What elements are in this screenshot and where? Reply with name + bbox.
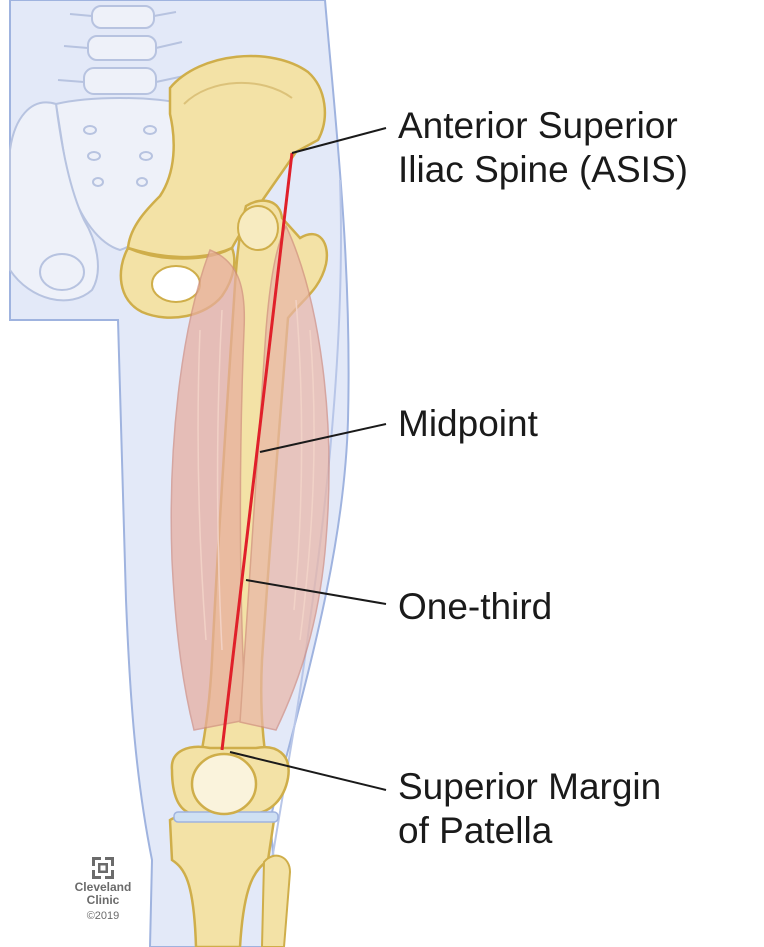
logo-copyright: ©2019 — [62, 909, 144, 923]
asis-label: Anterior Superior Iliac Spine (ASIS) — [398, 104, 688, 192]
patella-label: Superior Margin of Patella — [398, 765, 661, 853]
logo-name-line-2: Clinic — [62, 894, 144, 907]
one-third-label: One-third — [398, 585, 552, 629]
patella — [192, 754, 256, 814]
asis-label-line-1: Anterior Superior — [398, 104, 688, 148]
cleveland-clinic-mark-icon — [92, 857, 114, 879]
femoral-head — [238, 206, 278, 250]
cleveland-clinic-logo: Cleveland Clinic ©2019 — [62, 857, 144, 923]
patella-label-line-1: Superior Margin — [398, 765, 661, 809]
midpoint-label: Midpoint — [398, 402, 538, 446]
asis-label-line-2: Iliac Spine (ASIS) — [398, 148, 688, 192]
patella-label-line-2: of Patella — [398, 809, 661, 853]
obturator-foramen — [152, 266, 200, 302]
fibula — [262, 856, 290, 947]
